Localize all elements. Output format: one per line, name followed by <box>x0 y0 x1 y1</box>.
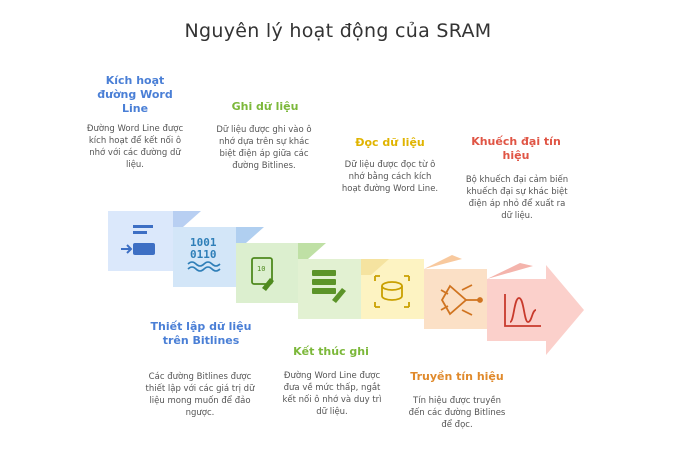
step-5-title: Đọc dữ liệu <box>355 136 425 149</box>
transmit-signal-icon <box>440 284 483 316</box>
binary-data-icon: 1001 0110 <box>187 236 221 272</box>
step-1-title: Kích hoạt đường Word Line <box>97 74 173 115</box>
step-3-description: Dữ liệu được ghi vào ô nhớ dựa trên sự k… <box>216 125 312 171</box>
step-3-title: Ghi dữ liệu <box>231 100 299 113</box>
step-2-title: Thiết lập dữ liệu trên Bitlines <box>150 320 252 347</box>
step-2-block <box>173 227 264 287</box>
activate-icon <box>121 225 155 255</box>
step-2-description: Các đường Bitlines được thiết lập với cá… <box>145 372 255 418</box>
step-4-title: Kết thúc ghi <box>293 345 369 358</box>
svg-text:1001: 1001 <box>190 236 217 249</box>
step-6-description: Tín hiệu được truyền đến các đường Bitli… <box>408 396 506 430</box>
step-7-description: Bộ khuếch đại cảm biến khuếch đại sự khá… <box>465 175 569 221</box>
write-data-icon: 10 <box>251 257 274 291</box>
step-3-block <box>236 243 326 303</box>
step-1-block <box>108 211 201 271</box>
svg-text:10: 10 <box>257 265 265 273</box>
end-write-icon <box>312 270 346 303</box>
svg-text:0110: 0110 <box>190 248 217 261</box>
amplify-signal-icon <box>504 294 541 327</box>
page-title: Nguyên lý hoạt động của SRAM <box>184 20 492 42</box>
step-1-description: Đường Word Line được kích hoạt để kết nố… <box>86 124 184 170</box>
step-7-title: Khuếch đại tín hiệu <box>471 135 561 162</box>
step-6-title: Truyền tín hiệu <box>410 370 504 383</box>
step-4-description: Đường Word Line được đưa về mức thấp, ng… <box>282 371 382 417</box>
read-data-icon <box>374 275 410 308</box>
step-5-description: Dữ liệu được đọc từ ô nhớ bằng cách kích… <box>341 160 439 194</box>
